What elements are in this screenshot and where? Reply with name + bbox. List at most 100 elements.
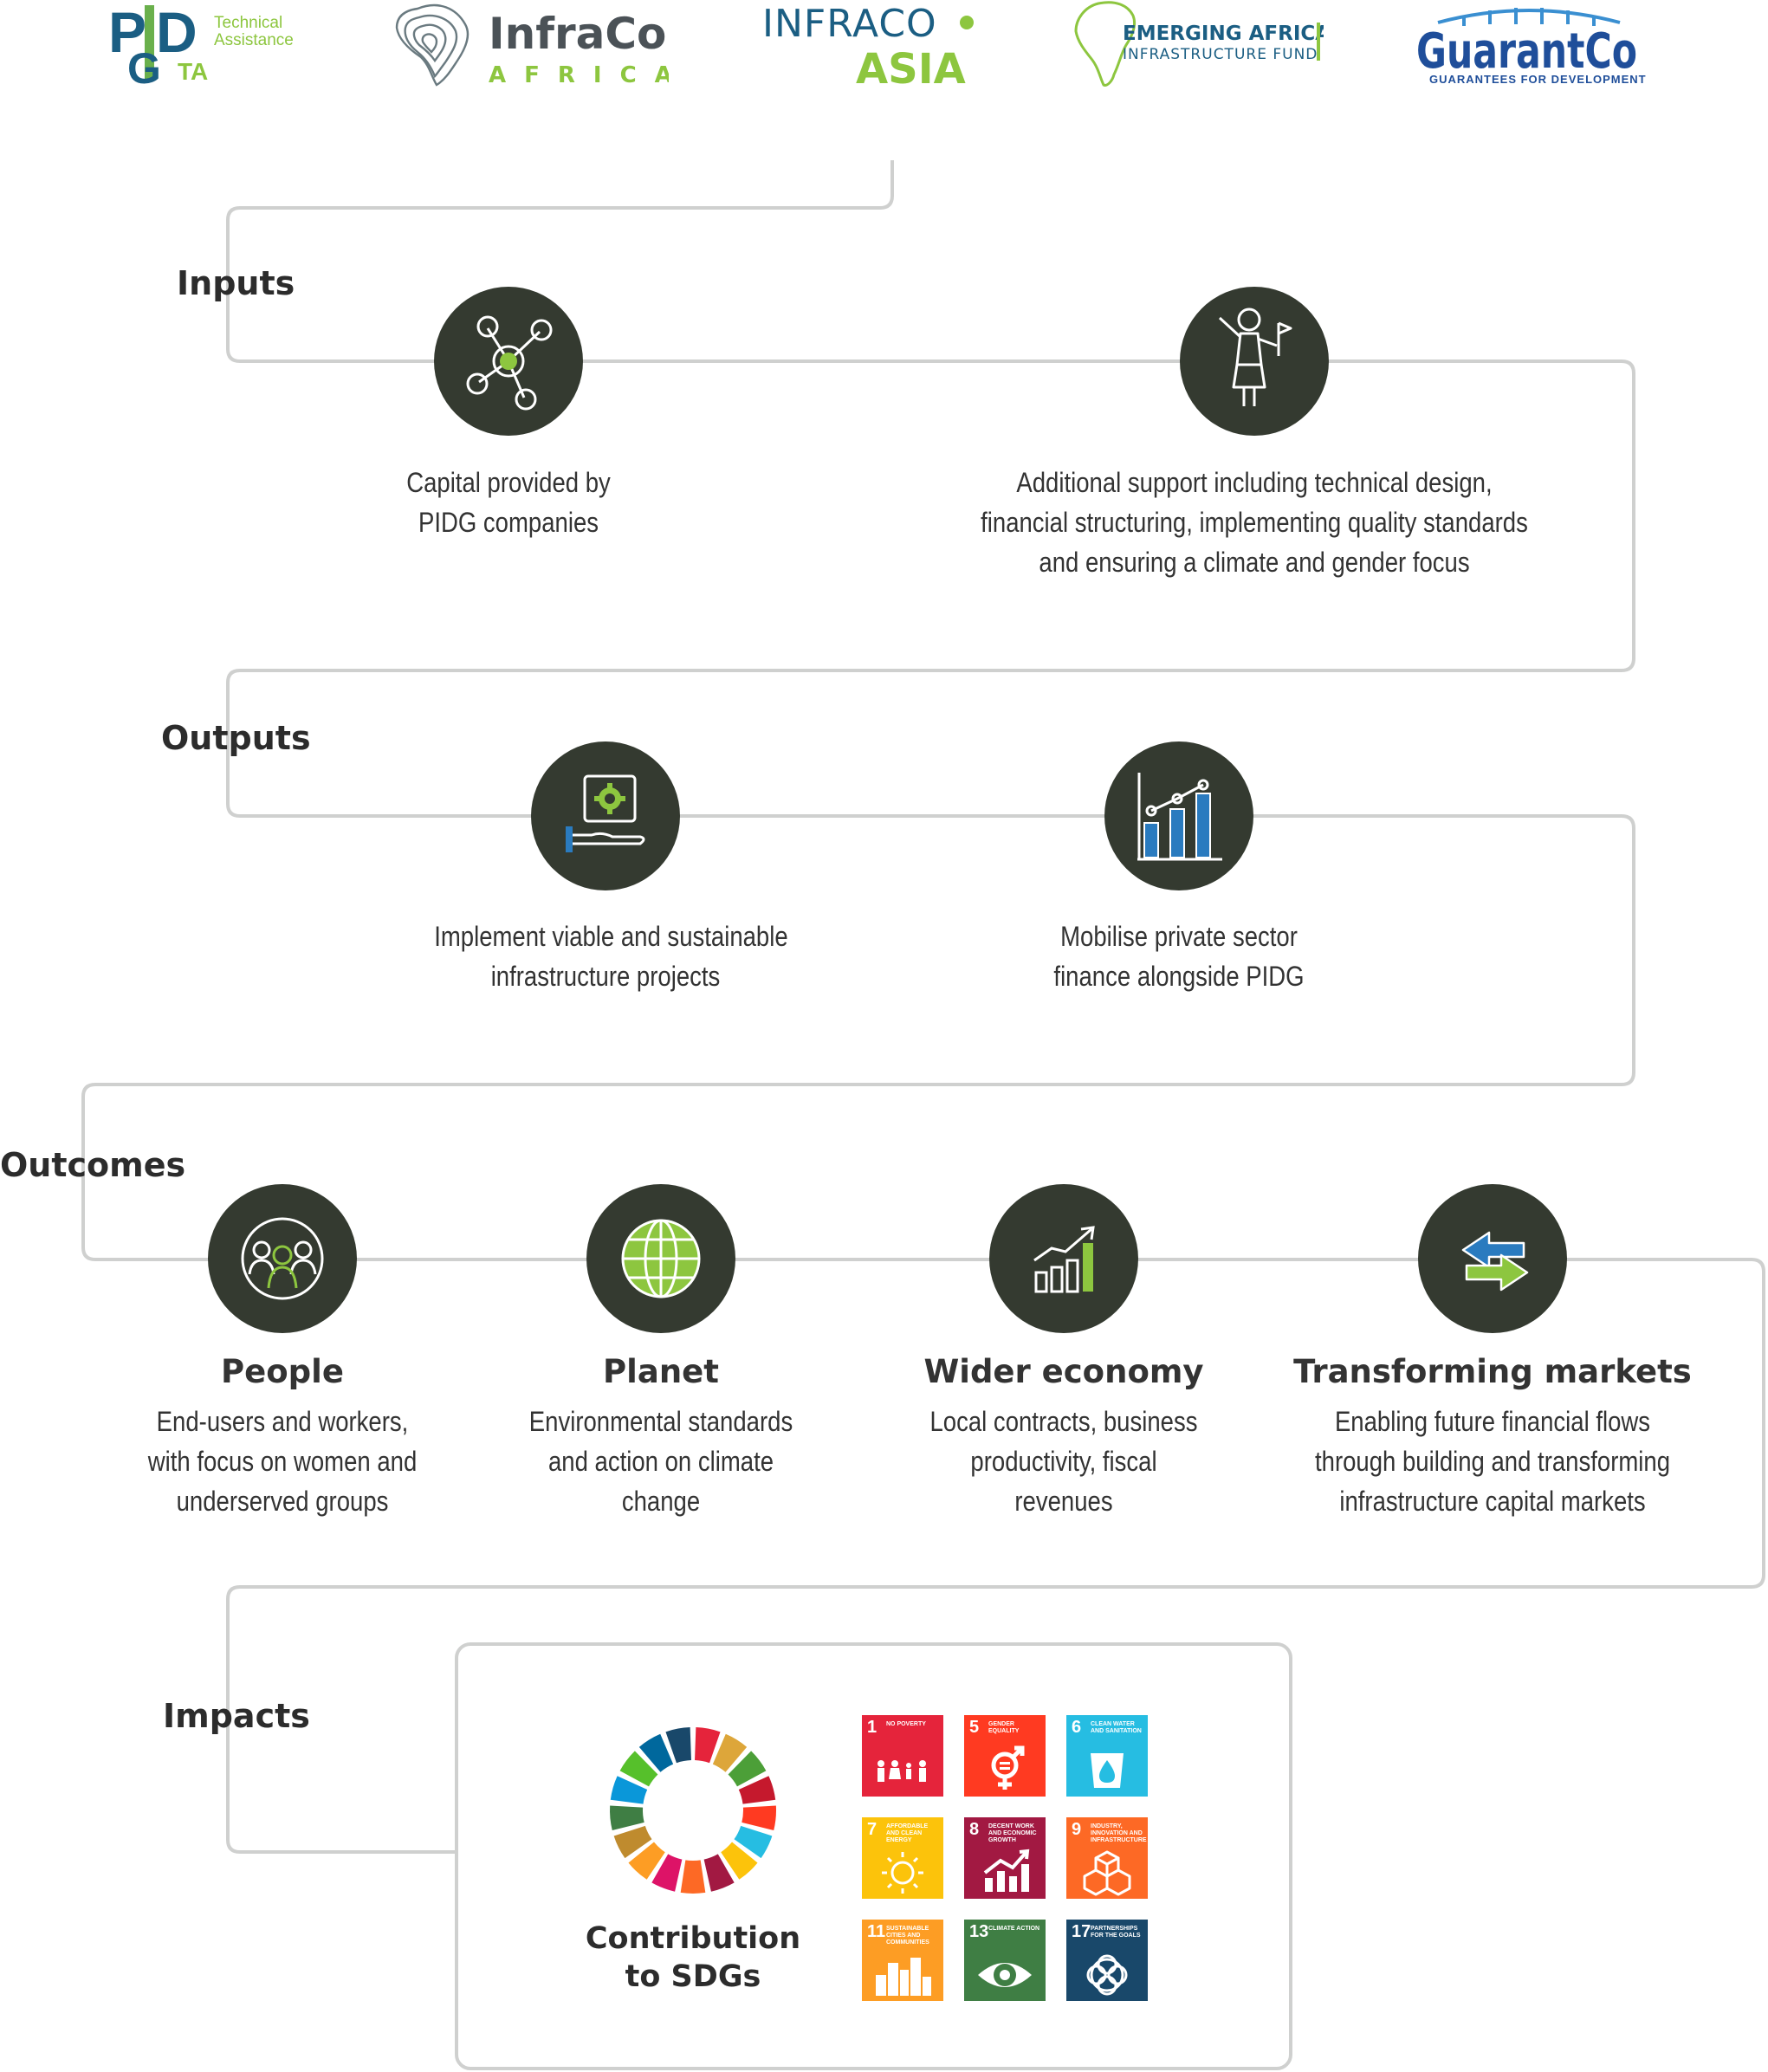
sdg-wheel-icon	[610, 1727, 776, 1894]
outcome-economy-text: Local contracts, business productivity, …	[929, 1406, 1198, 1517]
sdg-number: 9	[1072, 1820, 1082, 1839]
city-icon	[876, 1958, 931, 1996]
sdg-tile-1: 1 No poverty	[862, 1715, 943, 1797]
sdg-tile-11: 11Sustainable cities and communities	[862, 1920, 943, 2001]
sdg-wheel-segment	[721, 1842, 758, 1880]
sdg-wheel-segment	[738, 1776, 776, 1804]
sdg-wheel-segment	[703, 1854, 735, 1892]
outcome-planet-node	[586, 1184, 735, 1333]
svg-text:AFRICA: AFRICA	[489, 62, 669, 88]
sun-icon	[882, 1852, 923, 1894]
input-capital-text: Capital provided by PIDG companies	[406, 467, 611, 538]
sdg-title: Clean water and sanitation	[1091, 1721, 1142, 1734]
gender-icon	[991, 1745, 1025, 1790]
outcome-planet-title: Planet	[603, 1353, 719, 1390]
sdg-tile-8: 8 Decent work and economic growth	[964, 1817, 1046, 1899]
pidg-label-1: Technical	[214, 14, 282, 32]
svg-text:GuarantCo: GuarantCo	[1416, 23, 1637, 80]
sdg-number: 8	[969, 1820, 980, 1839]
outcome-planet-text: Environmental standards and action on cl…	[528, 1406, 793, 1517]
sdg-number: 13	[969, 1922, 989, 1941]
infraco-asia-logo: INFRACO ASIA	[762, 0, 979, 94]
sdg-number: 6	[1072, 1718, 1082, 1737]
pidg-label-2: Assistance	[214, 31, 294, 49]
sdg-number: 17	[1072, 1922, 1091, 1941]
africa-outline-icon	[1074, 1, 1137, 87]
svg-text:G: G	[127, 44, 161, 90]
outcome-people-title: People	[221, 1353, 344, 1390]
bar-chart-icon	[1137, 773, 1222, 861]
pidg-ta-logo: P D G TA Technical Assistance	[108, 0, 325, 93]
stage-label-inputs: Inputs	[177, 264, 295, 302]
sdg-wheel-segment	[695, 1727, 721, 1764]
input-support-text: Additional support including technical d…	[981, 467, 1528, 578]
sdg-tile-5: 5Gender equality	[964, 1715, 1046, 1797]
growth-icon	[983, 1849, 1030, 1892]
globe-o-icon	[960, 16, 974, 29]
sdg-wheel-segment	[712, 1733, 748, 1772]
growth-chart-icon	[1033, 1226, 1095, 1293]
sdg-wheel-segment	[613, 1825, 652, 1859]
sdg-wheel-segment	[610, 1776, 648, 1804]
sdg-title: No poverty	[886, 1721, 926, 1727]
outcome-markets-text: Enabling future financial flows through …	[1314, 1406, 1671, 1517]
stage-label-outputs: Outputs	[161, 719, 311, 757]
bridge-icon	[1437, 8, 1621, 26]
outcome-people-node	[208, 1184, 357, 1333]
outcome-economy-title: Wider economy	[923, 1353, 1204, 1390]
sdg-wheel-segment	[665, 1727, 691, 1764]
svg-text:InfraCo: InfraCo	[489, 9, 666, 59]
sdg-number: 5	[969, 1718, 980, 1737]
exchange-arrows-icon	[1461, 1231, 1529, 1292]
sdg-tile-13: 13Climate action	[964, 1920, 1046, 2001]
eye-globe-icon	[978, 1963, 1032, 1987]
sdg-wheel-segment	[651, 1854, 683, 1892]
sdg-tile-9: 9Industry, innovation and infrastructure	[1066, 1817, 1148, 1899]
svg-text:INFRACO: INFRACO	[762, 2, 937, 46]
sdg-title: Partnerships for the goals	[1091, 1926, 1141, 1939]
output-projects-node	[531, 741, 680, 890]
water-drop-icon	[1091, 1753, 1124, 1788]
eaif-logo: EMERGING AFRICA INFRASTRUCTURE FUND	[1072, 0, 1331, 90]
sdg-title: Decent work and economic growth	[988, 1823, 1037, 1843]
svg-text:INFRASTRUCTURE FUND: INFRASTRUCTURE FUND	[1123, 46, 1318, 63]
outcome-economy-node	[989, 1184, 1138, 1333]
sdg-wheel-segment	[610, 1805, 644, 1831]
input-support-node	[1180, 287, 1329, 436]
network-icon	[466, 315, 553, 411]
sdg-title: Affordable and clean energy	[886, 1823, 929, 1843]
input-capital-node	[434, 287, 583, 436]
sdg-tile-6: 6 Clean water and sanitation	[1066, 1715, 1148, 1797]
cubes-icon	[1083, 1850, 1131, 1896]
family-icon	[878, 1760, 926, 1782]
output-finance-node	[1104, 741, 1253, 890]
sdg-wheel-segment	[728, 1751, 767, 1787]
rings-icon	[1086, 1954, 1128, 1996]
hand-gear-icon	[566, 774, 645, 852]
sdg-wheel-segment	[742, 1805, 776, 1831]
sdg-wheel-segment	[734, 1825, 773, 1859]
africa-fingerprint-icon	[395, 3, 470, 87]
svg-text:GUARANTEES FOR DEVELOPMENT: GUARANTEES FOR DEVELOPMENT	[1429, 73, 1646, 86]
person-flag-icon	[1218, 308, 1292, 406]
sdg-tile-17: 17Partnerships for the goals	[1066, 1920, 1148, 2001]
svg-text:EMERGING AFRICA: EMERGING AFRICA	[1123, 23, 1324, 45]
svg-text:ASIA: ASIA	[856, 45, 966, 90]
guarantco-logo: GuarantCo GUARANTEES FOR DEVELOPMENT	[1412, 0, 1646, 90]
infraco-africa-logo: InfraCo AFRICA	[392, 0, 672, 90]
sdg-wheel-segment	[638, 1733, 674, 1772]
svg-text:TA: TA	[178, 58, 208, 85]
sdg-title: Climate action	[988, 1926, 1040, 1932]
sdg-wheel-segment	[680, 1860, 706, 1894]
globe-icon	[621, 1219, 701, 1298]
sdg-caption: Contribution to SDGs	[585, 1921, 801, 1994]
outcome-people-text: End-users and workers, with focus on wom…	[147, 1406, 418, 1517]
sdg-number: 11	[867, 1922, 886, 1941]
sdg-number: 1	[867, 1718, 878, 1737]
svg-text:P: P	[108, 0, 145, 64]
output-projects-text: Implement viable and sustainable infrast…	[434, 921, 788, 992]
stage-label-impacts: Impacts	[163, 1697, 310, 1735]
sdg-number: 7	[867, 1820, 878, 1839]
output-finance-text: Mobilise private sector finance alongsid…	[1053, 921, 1305, 992]
